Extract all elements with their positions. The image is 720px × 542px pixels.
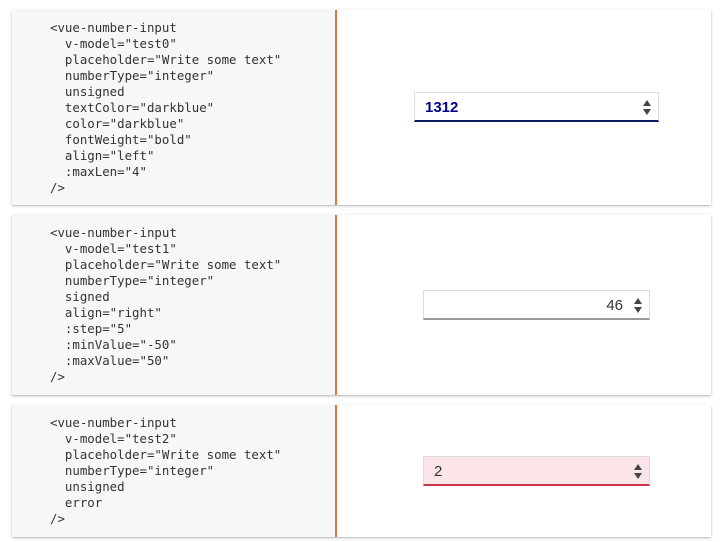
caret-up-icon[interactable] bbox=[634, 298, 642, 304]
caret-up-icon[interactable] bbox=[634, 464, 642, 470]
number-input-value[interactable]: 46 bbox=[606, 297, 623, 314]
caret-down-icon[interactable] bbox=[643, 109, 651, 115]
number-input-value[interactable]: 1312 bbox=[425, 99, 459, 116]
spinner-buttons[interactable] bbox=[633, 464, 643, 480]
example-card-1: <vue-number-input v-model="test1" placeh… bbox=[12, 215, 711, 395]
caret-down-icon[interactable] bbox=[634, 473, 642, 479]
example-card-0: <vue-number-input v-model="test0" placeh… bbox=[12, 10, 711, 205]
demo-panel: 2 bbox=[339, 405, 711, 537]
number-input[interactable]: 1312 bbox=[414, 92, 659, 122]
caret-up-icon[interactable] bbox=[643, 100, 651, 106]
code-snippet-panel: <vue-number-input v-model="test2" placeh… bbox=[12, 405, 337, 537]
code-snippet: <vue-number-input v-model="test0" placeh… bbox=[50, 20, 282, 195]
spinner-buttons[interactable] bbox=[642, 100, 652, 116]
number-input[interactable]: 46 bbox=[423, 290, 650, 320]
demo-panel: 1312 bbox=[339, 10, 711, 205]
example-card-2: <vue-number-input v-model="test2" placeh… bbox=[12, 405, 711, 537]
code-snippet-panel: <vue-number-input v-model="test0" placeh… bbox=[12, 10, 337, 205]
caret-down-icon[interactable] bbox=[634, 307, 642, 313]
number-input-value[interactable]: 2 bbox=[434, 463, 443, 480]
spinner-buttons[interactable] bbox=[633, 298, 643, 314]
code-snippet: <vue-number-input v-model="test2" placeh… bbox=[50, 415, 282, 526]
code-snippet-panel: <vue-number-input v-model="test1" placeh… bbox=[12, 215, 337, 395]
demo-panel: 46 bbox=[339, 215, 711, 395]
number-input-error[interactable]: 2 bbox=[423, 456, 650, 486]
code-snippet: <vue-number-input v-model="test1" placeh… bbox=[50, 225, 282, 384]
